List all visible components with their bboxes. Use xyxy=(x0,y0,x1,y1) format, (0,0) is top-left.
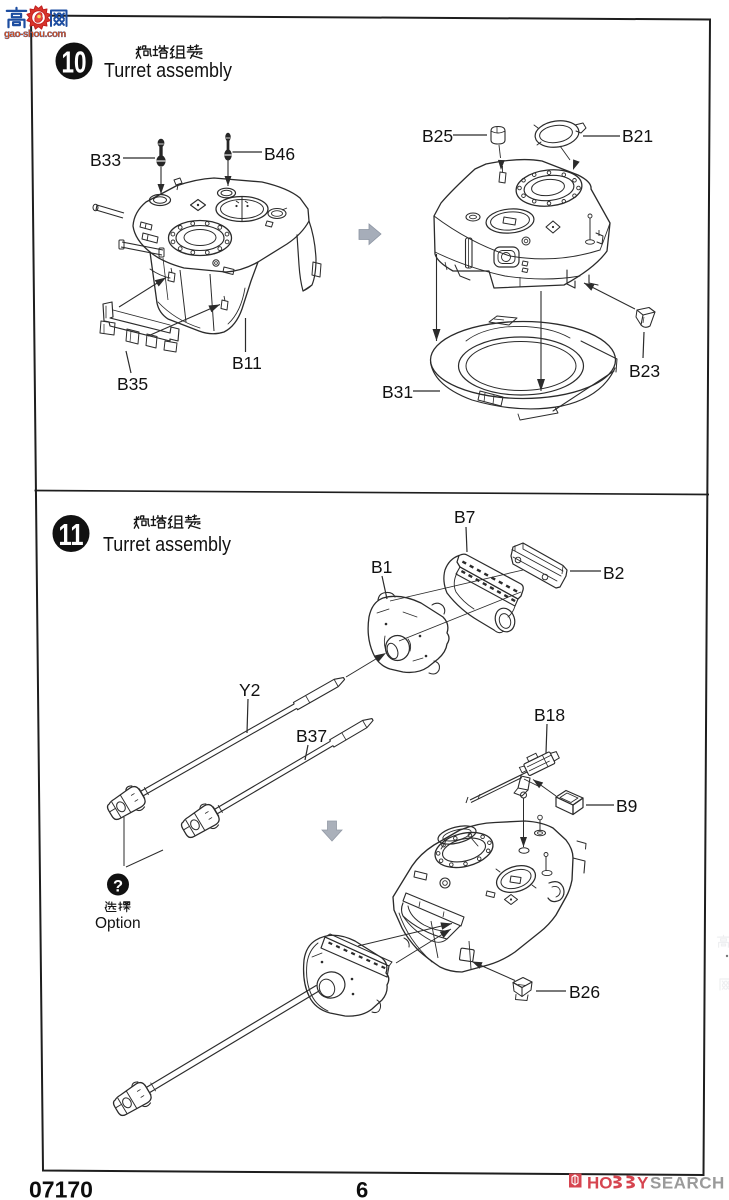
svg-text:HO: HO xyxy=(587,1174,613,1193)
svg-text:07170: 07170 xyxy=(29,1177,93,1200)
svg-text:B11: B11 xyxy=(232,353,262,373)
svg-text:Option: Option xyxy=(95,915,141,932)
svg-text:B21: B21 xyxy=(622,126,653,146)
svg-text:11: 11 xyxy=(59,517,84,552)
svg-text:B23: B23 xyxy=(629,361,660,381)
svg-text:gao-shou.com: gao-shou.com xyxy=(4,29,66,40)
svg-text:B1: B1 xyxy=(371,557,392,577)
svg-text:Y2: Y2 xyxy=(239,680,260,700)
svg-text:B18: B18 xyxy=(534,705,565,725)
svg-text:?: ? xyxy=(113,878,123,896)
svg-text:B46: B46 xyxy=(264,144,295,164)
svg-text:B7: B7 xyxy=(454,507,475,527)
svg-text:B33: B33 xyxy=(90,150,121,170)
svg-text:10: 10 xyxy=(62,44,87,79)
svg-text:B2: B2 xyxy=(603,563,624,583)
svg-text:Y: Y xyxy=(637,1174,649,1193)
svg-text:Turret assembly: Turret assembly xyxy=(104,60,232,82)
svg-text:B31: B31 xyxy=(382,382,413,402)
svg-text:B35: B35 xyxy=(117,374,148,394)
svg-text:6: 6 xyxy=(356,1178,368,1200)
svg-text:gao-shou.com: gao-shou.com xyxy=(4,29,66,40)
svg-text:B37: B37 xyxy=(296,726,327,746)
svg-text:B9: B9 xyxy=(616,796,637,816)
svg-text:Turret assembly: Turret assembly xyxy=(103,534,231,556)
svg-text:B26: B26 xyxy=(569,982,600,1002)
svg-text:SEARCH: SEARCH xyxy=(650,1174,725,1193)
svg-text:B25: B25 xyxy=(422,126,453,146)
